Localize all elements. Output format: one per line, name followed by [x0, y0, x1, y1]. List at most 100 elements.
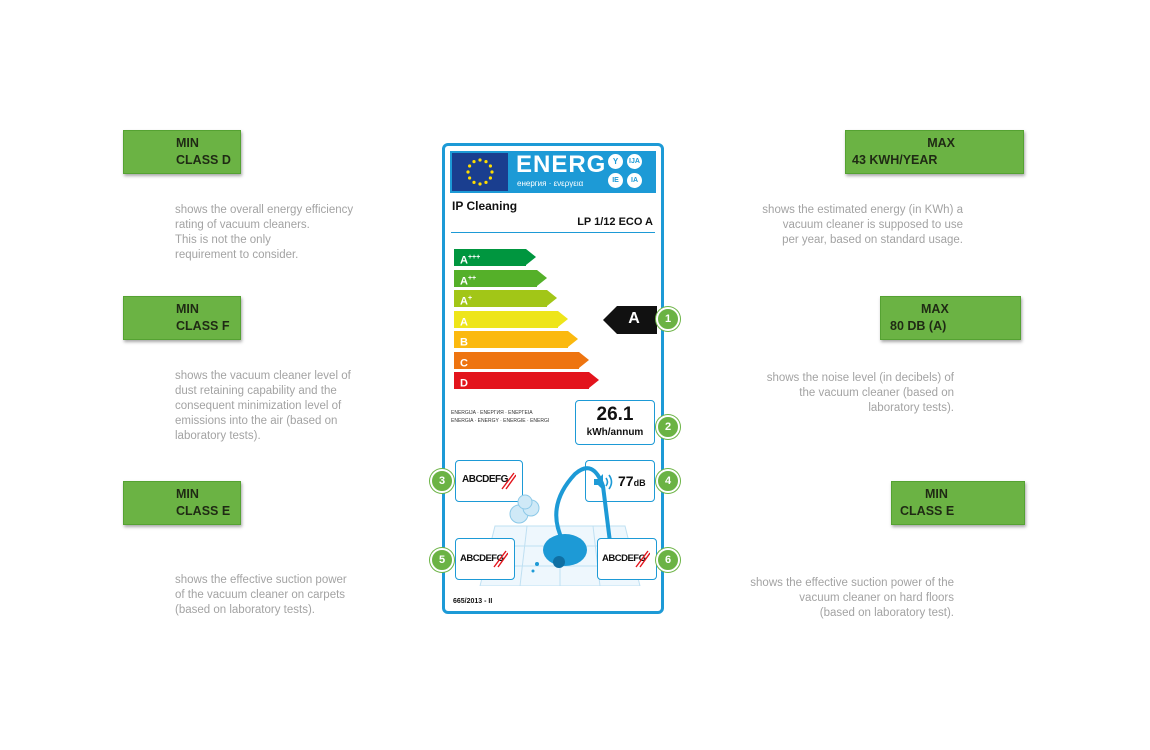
tag-line: CLASS F [176, 319, 230, 333]
band-letter: A [460, 295, 468, 308]
energy-words-line: ENERGIJA · ENEPГИЯ · ENEPГЕIA [451, 410, 533, 416]
callout-desc-hardfloor-class: shows the effective suction power of the… [750, 576, 954, 621]
callout-desc-carpet-class: shows the effective suction power of the… [175, 573, 347, 618]
desc-line: shows the effective suction power of the [750, 577, 954, 589]
noise-value: 77 [618, 473, 634, 489]
model-id: LP 1/12 ECO A [577, 216, 653, 228]
band-arrow-tip [568, 331, 578, 347]
desc-line: dust retaining capability and the [175, 385, 337, 397]
band-letter: A [460, 254, 468, 267]
callout-desc-dust-class: shows the vacuum cleaner level of dust r… [175, 369, 351, 444]
desc-line: (based on laboratory tests). [175, 604, 315, 616]
callout-tag-hardfloor-class: MIN CLASS E [891, 481, 1025, 525]
dust-scale: ABCDEFG [462, 474, 508, 485]
carpet-box: ABCDEFG [455, 538, 515, 580]
band-arrow-tip [536, 269, 547, 286]
desc-line: shows the vacuum cleaner level of [175, 370, 351, 382]
desc-line: vacuum cleaner on hard floors [799, 592, 954, 604]
noise-unit: dB [633, 478, 646, 488]
band-plus: +++ [467, 254, 481, 261]
hardfloor-scale: ABCDEFG [602, 553, 646, 564]
efficiency-band: A++ [454, 269, 547, 288]
efficiency-band: A+ [454, 290, 557, 308]
band-letter: C [460, 357, 468, 370]
desc-line: laboratory tests). [175, 430, 261, 442]
efficiency-band: A [454, 310, 568, 329]
desc-line: the vacuum cleaner (based on [799, 387, 954, 399]
hardfloor-cross-icon [635, 550, 650, 568]
noise-value-wrap: 77dB [618, 473, 646, 491]
regulation-number: 665/2013 - II [453, 598, 493, 605]
energy-words: ENERGIJA · ENEPГИЯ · ENEPГЕIA ENERGIA · … [451, 409, 549, 425]
desc-line: shows the overall energy efficiency [175, 204, 354, 216]
band-arrow-tip [526, 249, 536, 265]
energy-consumption-box: 26.1 kWh/annum [575, 400, 655, 445]
marker-5: 5 [430, 548, 454, 572]
lang-badge: IE [608, 173, 623, 188]
band-arrow-tip [557, 310, 568, 327]
desc-line: per year, based on standard usage. [782, 234, 963, 246]
band-letter: A [460, 275, 468, 288]
tag-line: MIN [176, 487, 199, 501]
desc-line: requirement to consider. [175, 249, 299, 261]
tag-line: MIN [176, 136, 199, 150]
callout-desc-annual-energy: shows the estimated energy (in KWh) a va… [762, 203, 963, 248]
marker-6: 6 [656, 548, 680, 572]
band-arrow-tip [547, 290, 557, 306]
efficiency-band: C [454, 351, 589, 370]
callout-desc-energy-class: shows the overall energy efficiency rati… [175, 203, 353, 263]
marker-3: 3 [430, 469, 454, 493]
tag-line: MAX [921, 302, 949, 316]
marker-4: 4 [656, 469, 680, 493]
band-arrow-tip [578, 351, 589, 368]
desc-line: vacuum cleaner is supposed to use [782, 219, 963, 231]
tag-line: MIN [176, 302, 199, 316]
desc-line: emissions into the air (based on [175, 415, 338, 427]
tag-line: 80 DB (A) [890, 319, 947, 333]
desc-line: of the vacuum cleaner on carpets [175, 589, 346, 601]
callout-tag-annual-energy: MAX 43 KWH/YEAR [845, 130, 1024, 174]
marker-1: 1 [656, 307, 680, 331]
desc-line: laboratory tests). [868, 402, 954, 414]
tag-line: MIN [925, 487, 948, 501]
label-header: ENERG енергия · ενεργεια Y IJA IE IA [450, 151, 656, 193]
marker-2: 2 [656, 415, 680, 439]
band-letter: A [460, 316, 468, 329]
callout-desc-noise: shows the noise level (in decibels) of t… [767, 371, 954, 416]
efficiency-band: A+++ [454, 249, 536, 267]
efficiency-band: D [454, 372, 599, 390]
energy-unit: kWh/annum [586, 427, 644, 438]
callout-tag-dust-class: MIN CLASS F [123, 296, 241, 340]
carpet-cross-icon [493, 550, 508, 568]
dust-reemission-box: ABCDEFG [455, 460, 523, 502]
lang-badge: Y [608, 154, 623, 169]
energy-words-line: ENERGIA · ENERGY · ENERGIE · ENERGI [451, 418, 550, 424]
desc-line: rating of vacuum cleaners. [175, 219, 310, 231]
desc-line: shows the estimated energy (in KWh) a [762, 204, 963, 216]
band-plus: ++ [467, 274, 477, 282]
dust-cross-icon [501, 472, 516, 490]
band-letter: B [460, 336, 468, 349]
carpet-scale: ABCDEFG [460, 553, 504, 564]
eu-flag-icon [452, 153, 508, 191]
desc-line: consequent minimization level of [175, 400, 342, 412]
energ-sub: енергия · ενεργεια [517, 179, 584, 188]
rating-arrow: A [603, 306, 657, 334]
rating-value: A [628, 310, 640, 327]
tag-line: CLASS D [176, 153, 231, 167]
energy-label: ENERG енергия · ενεργεια Y IJA IE IA IP … [442, 143, 664, 614]
tag-line: MAX [927, 136, 955, 150]
callout-tag-energy-class: MIN CLASS D [123, 130, 241, 174]
energy-value: 26.1 [596, 404, 634, 425]
efficiency-band: B [454, 331, 578, 349]
hardfloor-box: ABCDEFG [597, 538, 657, 580]
energ-word: ENERG [516, 151, 607, 178]
tag-line: 43 KWH/YEAR [852, 153, 938, 167]
tag-line: CLASS E [900, 504, 955, 518]
supplier-name: IP Cleaning [452, 199, 518, 213]
desc-line: shows the noise level (in decibels) of [766, 372, 954, 384]
band-letter: D [460, 377, 468, 390]
desc-line: This is not the only [175, 234, 271, 246]
band-arrow-tip [589, 372, 599, 388]
divider [451, 232, 655, 233]
